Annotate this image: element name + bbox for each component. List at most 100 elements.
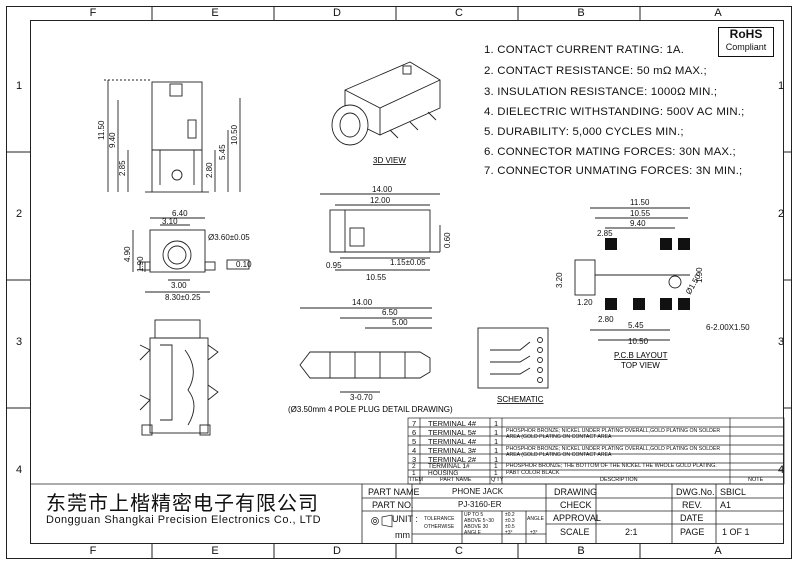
zone-e: E [211,7,219,19]
dim-pcb-w1: 11.50 [630,198,650,207]
plug-detail [299,307,432,393]
zone-2-left: 2 [15,208,23,220]
zone-f-bottom: F [89,545,97,557]
spec-item: 4. DIELECTRIC WITHSTANDING: 500V AC MIN.… [484,106,745,118]
bom-qty: 1 [494,419,499,428]
bom-no: 4 [412,446,417,455]
dim-pcb-b: 1.20 [577,298,593,307]
angle-label: ANGLE [527,516,544,522]
bom-material: PABT COLOR BLACK [506,470,560,476]
bom-name: TERMINAL 2# [428,455,477,464]
bom-no: 2 [412,463,416,470]
spec-item: 2. CONTACT RESISTANCE: 50 mΩ MAX.; [484,65,707,77]
bom-name: TERMINAL 4# [428,437,477,446]
scale-label: SCALE [560,527,590,537]
top-view-dims: 14.00 12.00 0.60 0.95 1.15±0.05 10.55 [326,185,452,282]
zone-a: A [714,7,722,19]
dim-side-h4: 5.45 [218,144,227,160]
scale-value: 2:1 [625,527,638,537]
bom-material: PHOSPHOR BRONZE; THE BOTTOM OF THE NICKE… [506,463,717,469]
spec-item: 3. INSULATION RESISTANCE: 1000Ω MIN.; [484,86,718,98]
dim-pcb-slot: 6-2.00X1.50 [706,323,750,332]
bom-qty: 1 [494,455,499,464]
dim-side-h3: 10.50 [230,124,239,145]
dim-pcb-w3: 9.40 [630,219,646,228]
dim-pcb-d: 5.45 [628,321,644,330]
check-label: CHECK [560,500,592,510]
zone-f: F [89,7,97,19]
bom-name: TERMINAL 4# [428,419,477,428]
outer-frame [6,6,792,559]
angle-label-2: ANGLE [464,530,481,536]
bom-qty: 1 [494,470,498,477]
part-no-value: PJ-3160-ER [458,500,502,509]
part-no-label: PART NO. [372,500,414,510]
tolerance-otherwise: OTHERWISE [424,524,455,530]
zone-1-left: 1 [15,80,23,92]
dwg-no-label: DWG.No. [676,487,715,497]
dim-pcb-w2: 10.55 [630,209,651,218]
dim-top-a: 0.95 [326,261,342,270]
dim-side-h1: 11.50 [97,120,106,140]
pcb-layout [574,207,690,341]
angle-value: ±3° [530,530,538,536]
drawing-label: DRAWING [554,487,598,497]
bom-no: 7 [412,419,417,428]
dim-front-hole: Ø3.60±0.05 [208,233,250,242]
zone-a-bottom: A [714,545,722,557]
dim-top-c: 10.55 [366,273,387,282]
bom-head-item: ITEM [410,477,424,483]
spec-item: 7. CONNECTOR UNMATING FORCES: 3N MIN.; [484,165,743,177]
dim-side-h2: 9.40 [108,132,117,148]
dim-side-h6: 2.80 [205,162,214,178]
dim-pcb-h2: 3.20 [555,272,564,288]
part-name-label: PART NAME [368,487,420,497]
rev-value: A1 [720,500,732,510]
dim-front-w2: 3.10 [162,217,178,226]
view-3d [331,61,441,146]
company-name-en: Dongguan Shangkai Precision Electronics … [46,514,322,526]
zone-d: D [333,7,341,19]
bom-head-desc: DESCRIPTION [600,477,638,483]
dim-top-h: 0.60 [443,232,452,248]
dwg-no-value: SBICL [720,487,747,497]
dim-pcb-hole: Ø1.50 [684,272,703,296]
side-view-dims: 11.50 9.40 2.85 2.80 5.45 10.50 [97,120,239,178]
projection-symbol [371,514,393,528]
rohs-title: RoHS [729,27,763,41]
rohs-subtitle: Compliant [725,42,767,52]
spec-item: 6. CONNECTOR MATING FORCES: 30N MAX.; [484,146,736,158]
zone-c-bottom: C [455,545,463,557]
zone-b: B [577,7,585,19]
dim-plug-b: 5.00 [392,318,408,327]
front-view-dims: 6.40 3.10 Ø3.60±0.05 4.90 1.90 3.00 8.30… [123,209,252,302]
dim-pcb-e: 10.50 [628,337,649,346]
section-view [139,319,219,436]
dim-front-w1: 6.40 [172,209,188,218]
pcb-pads [605,238,690,310]
page-value: 1 OF 1 [722,527,750,537]
zone-3-left: 3 [15,336,23,348]
rev-label: REV. [682,500,703,510]
tol-range-1: UP TO 5 [464,512,484,518]
tol-range-3: ABOVE 30 [464,524,489,530]
dim-front-tol: 0.10 [236,260,252,269]
dim-top-w1: 14.00 [372,185,393,194]
bom-no: 6 [412,428,417,437]
bom-qty: 1 [494,463,498,470]
schematic [477,327,549,389]
date-label: DATE [680,513,704,523]
bom-head-qty: Q'TY [491,477,504,483]
company-name-cn: 东莞市上楷精密电子有限公司 [46,491,319,515]
dim-pcb-a: 2.85 [597,229,613,238]
page-label: PAGE [680,527,705,537]
bom-qty: 1 [494,437,499,446]
zone-b-bottom: B [577,545,585,557]
tolerance-label: TOLERANCE [424,516,455,522]
bom-name: TERMINAL 1# [428,463,470,470]
spec-item: 1. CONTACT CURRENT RATING: 1A. [484,44,685,56]
dim-plug-w: 14.00 [352,298,373,307]
tol-value-3: ±0.5 [505,524,515,530]
side-view [104,79,241,193]
dim-plug-a: 6.50 [382,308,398,317]
